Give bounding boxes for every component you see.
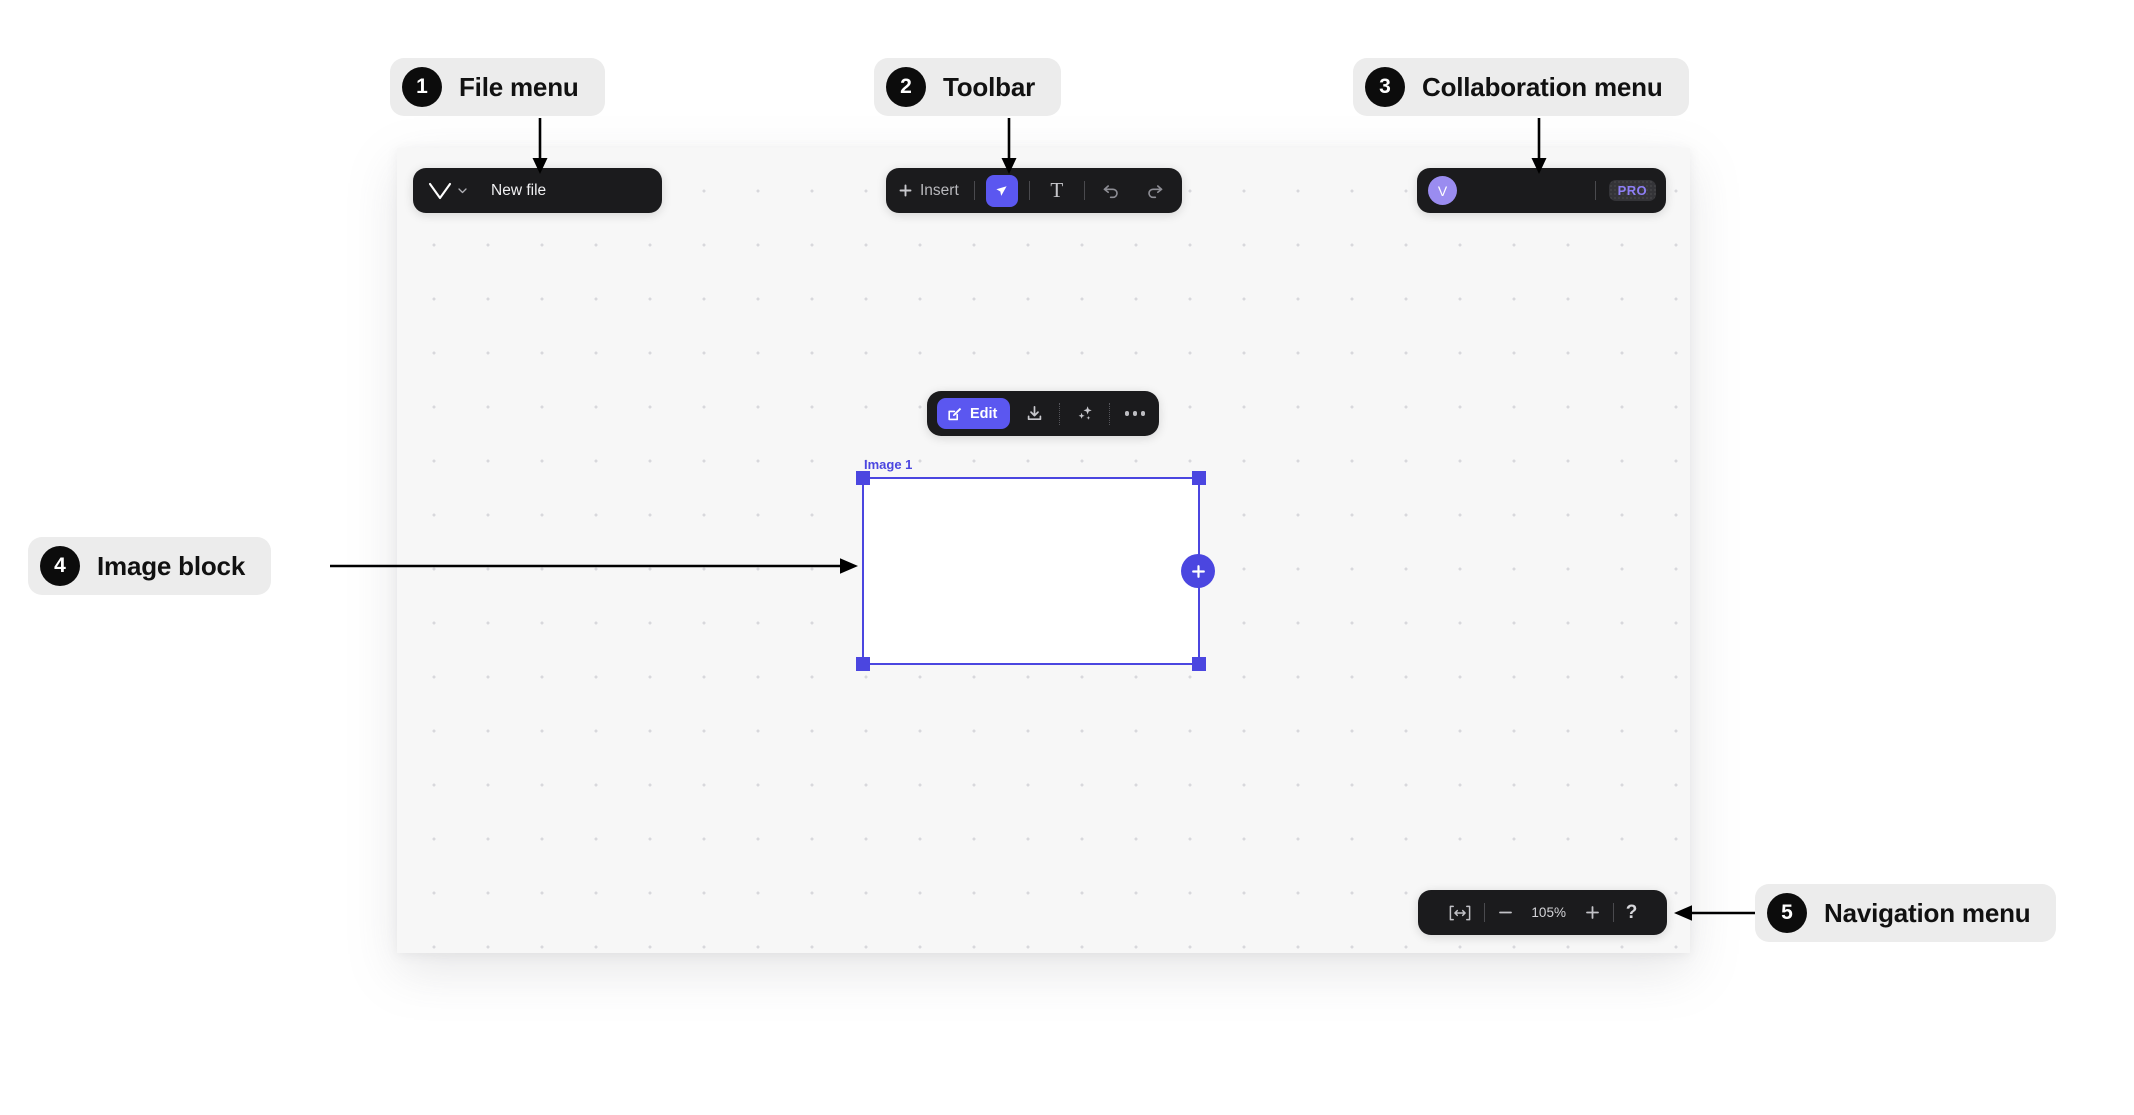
zoom-level-label[interactable]: 105% bbox=[1531, 905, 1566, 920]
resize-handle-bottom-right[interactable] bbox=[1192, 657, 1206, 671]
edit-label: Edit bbox=[970, 405, 998, 422]
callout-label-1: File menu bbox=[459, 71, 579, 102]
plus-icon bbox=[899, 184, 912, 197]
select-tool-button[interactable] bbox=[985, 174, 1018, 207]
file-menu-bar[interactable]: New file bbox=[413, 168, 662, 213]
callout-number-5: 5 bbox=[1767, 893, 1807, 933]
app-logo-button[interactable] bbox=[427, 180, 468, 202]
toolbar-divider-2 bbox=[1028, 181, 1030, 200]
callout-arrow-5 bbox=[1674, 905, 1762, 921]
download-button[interactable] bbox=[1020, 399, 1049, 428]
toolbar-divider-1 bbox=[973, 181, 975, 200]
collaboration-menu-bar: V PRO bbox=[1417, 168, 1666, 213]
callout-arrow-2 bbox=[1001, 118, 1017, 174]
context-divider-1 bbox=[1059, 402, 1061, 425]
plus-circle-icon bbox=[1191, 564, 1205, 578]
navigation-menu-bar: 105% ? bbox=[1418, 890, 1667, 935]
sparkles-icon bbox=[1078, 405, 1092, 420]
callout-toolbar: 2 Toolbar bbox=[874, 58, 1061, 116]
callout-collaboration-menu: 3 Collaboration menu bbox=[1353, 58, 1689, 116]
pro-badge[interactable]: PRO bbox=[1608, 180, 1656, 201]
file-name-label[interactable]: New file bbox=[491, 181, 547, 199]
image-block-context-toolbar: Edit bbox=[927, 391, 1160, 436]
ai-enhance-button[interactable] bbox=[1070, 399, 1099, 428]
navigation-divider-1 bbox=[1483, 903, 1485, 922]
text-tool-button[interactable]: T bbox=[1041, 175, 1073, 207]
callout-number-4: 4 bbox=[40, 546, 80, 586]
context-divider-2 bbox=[1109, 402, 1111, 425]
download-icon bbox=[1028, 405, 1042, 421]
toolbar-divider-3 bbox=[1083, 181, 1085, 200]
pencil-square-icon bbox=[948, 407, 962, 420]
collaboration-divider bbox=[1594, 181, 1596, 200]
zoom-out-button[interactable] bbox=[1497, 904, 1514, 921]
more-options-button[interactable] bbox=[1120, 399, 1149, 428]
plus-icon bbox=[1585, 906, 1599, 919]
zoom-in-button[interactable] bbox=[1584, 904, 1601, 921]
callout-arrow-1 bbox=[532, 118, 548, 174]
callout-file-menu: 1 File menu bbox=[390, 58, 605, 116]
insert-label: Insert bbox=[920, 181, 959, 199]
callout-image-block: 4 Image block bbox=[28, 537, 272, 595]
collaboration-right-group: PRO bbox=[1594, 180, 1656, 201]
callout-label-5: Navigation menu bbox=[1824, 897, 2031, 928]
edit-button[interactable]: Edit bbox=[937, 398, 1011, 429]
callout-navigation-menu: 5 Navigation menu bbox=[1755, 884, 2057, 942]
insert-button[interactable]: Insert bbox=[897, 182, 963, 200]
callout-number-1: 1 bbox=[402, 67, 442, 107]
undo-button[interactable] bbox=[1096, 175, 1128, 207]
redo-icon bbox=[1148, 184, 1163, 198]
fit-to-width-button[interactable] bbox=[1448, 904, 1472, 922]
fit-to-width-icon bbox=[1449, 905, 1471, 920]
callout-label-2: Toolbar bbox=[943, 71, 1035, 102]
avatar[interactable]: V bbox=[1428, 176, 1457, 205]
add-block-button[interactable] bbox=[1181, 554, 1215, 588]
minus-icon bbox=[1498, 911, 1512, 914]
image-block[interactable]: Image 1 bbox=[856, 457, 1215, 671]
more-horizontal-icon bbox=[1124, 411, 1146, 416]
resize-handle-top-right[interactable] bbox=[1192, 471, 1206, 485]
image-block-label: Image 1 bbox=[864, 457, 913, 472]
callout-number-3: 3 bbox=[1365, 67, 1405, 107]
chevron-logo-icon bbox=[428, 182, 452, 199]
main-toolbar: Insert T bbox=[886, 168, 1182, 213]
navigation-divider-2 bbox=[1612, 903, 1614, 922]
text-tool-icon: T bbox=[1050, 178, 1064, 202]
cursor-arrow-icon bbox=[996, 186, 1007, 196]
callout-arrow-4 bbox=[330, 558, 858, 574]
help-button[interactable]: ? bbox=[1625, 902, 1638, 923]
callout-number-2: 2 bbox=[886, 67, 926, 107]
callout-arrow-3 bbox=[1531, 118, 1547, 174]
callout-label-3: Collaboration menu bbox=[1422, 71, 1663, 102]
callout-label-4: Image block bbox=[97, 550, 246, 581]
resize-handle-top-left[interactable] bbox=[856, 471, 870, 485]
undo-icon bbox=[1103, 184, 1119, 198]
redo-button[interactable] bbox=[1139, 175, 1171, 207]
chevron-down-icon bbox=[458, 188, 467, 194]
resize-handle-bottom-left[interactable] bbox=[856, 657, 870, 671]
